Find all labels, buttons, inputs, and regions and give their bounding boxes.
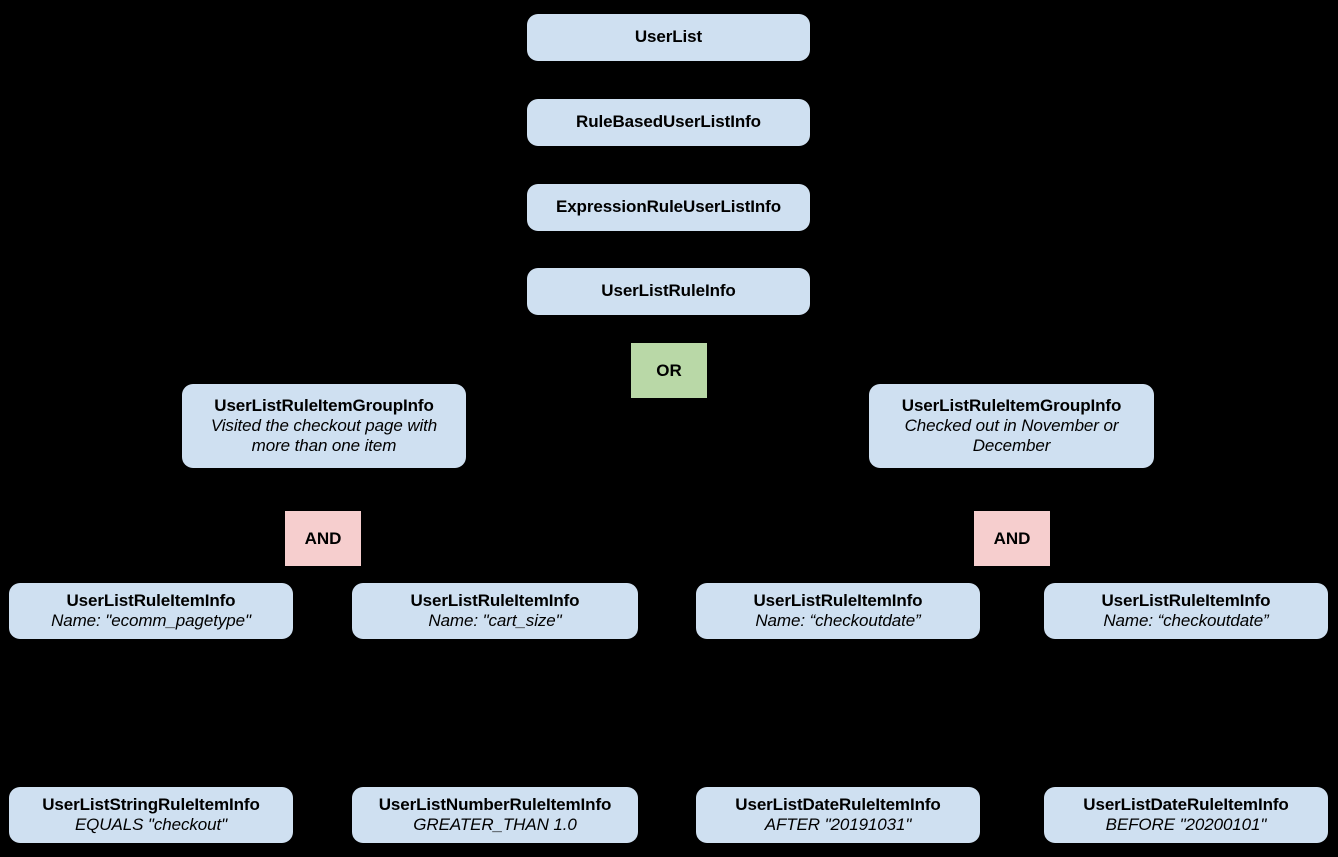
arrowhead-rule-item-4 [1179,576,1193,586]
node-rule-item-group-right[interactable]: UserListRuleItemGroupInfo Checked out in… [869,384,1154,468]
arrowhead-typed-1 [144,780,158,790]
node-title: UserListRuleItemGroupInfo [214,395,434,415]
node-title: ExpressionRuleUserListInfo [555,197,782,217]
edge-rule-branch-left [323,358,325,386]
node-title: UserListRuleInfo [601,281,736,301]
edge-and-left-drop-1 [150,526,152,585]
node-subtitle: AFTER "20191031" [764,815,912,834]
edge-item3-to-typed3 [837,639,839,789]
node-userlistruleinfo[interactable]: UserListRuleInfo [527,268,810,315]
operator-and-right[interactable]: AND [974,511,1050,566]
edge-rule-branch-right [1011,358,1013,386]
node-subtitle: Name: "cart_size" [428,611,562,630]
node-title: UserListRuleItemInfo [410,590,580,610]
node-rule-item-checkoutdate-after[interactable]: UserListRuleItemInfo Name: “checkoutdate… [696,583,980,639]
node-title: UserListRuleItemInfo [753,590,923,610]
arrowhead-expression [662,178,676,188]
node-subtitle: EQUALS "checkout" [74,815,228,834]
edge-group-right-to-and [1011,468,1013,511]
node-subtitle: Name: “checkoutdate” [1103,611,1269,630]
arrowhead-group-right [1005,378,1019,388]
node-title: UserListRuleItemInfo [66,590,236,610]
operator-label: OR [656,360,682,380]
arrowhead-typed-2 [488,780,502,790]
edge-rule-to-or [668,315,670,343]
node-title: UserListDateRuleItemInfo [735,794,941,814]
edge-group-left-to-and [322,468,324,511]
arrowhead-rule-item-2 [488,576,502,586]
node-userlist[interactable]: UserList [527,14,810,61]
edge-item1-to-typed1 [150,639,152,789]
node-rulebaseduserlistinfo[interactable]: RuleBasedUserListInfo [527,99,810,146]
edge-rulebased-to-expression [668,146,670,184]
node-date-rule-item-after[interactable]: UserListDateRuleItemInfo AFTER "20191031… [696,787,980,843]
node-subtitle: Visited the checkout page with more than… [210,415,438,456]
node-subtitle: Name: “checkoutdate” [755,611,921,630]
edge-and-right-drop-4 [1185,526,1187,585]
arrowhead-rule-item-3 [831,576,845,586]
node-rule-item-ecomm-pagetype[interactable]: UserListRuleItemInfo Name: "ecomm_pagety… [9,583,293,639]
edge-item4-to-typed4 [1185,639,1187,789]
operator-and-left[interactable]: AND [285,511,361,566]
arrowhead-typed-4 [1179,780,1193,790]
arrowhead-typed-3 [831,780,845,790]
node-title: UserListNumberRuleItemInfo [378,794,612,814]
edge-expression-to-rule [668,231,670,269]
node-date-rule-item-before[interactable]: UserListDateRuleItemInfo BEFORE "2020010… [1044,787,1328,843]
node-expressionruleuserlistinfo[interactable]: ExpressionRuleUserListInfo [527,184,810,231]
operator-label: AND [993,528,1031,548]
edge-and-right-drop-3 [837,526,839,585]
edge-item2-to-typed2 [494,639,496,789]
node-title: UserListRuleItemInfo [1101,590,1271,610]
arrowhead-rulebased [662,93,676,103]
node-rule-item-checkoutdate-before[interactable]: UserListRuleItemInfo Name: “checkoutdate… [1044,583,1328,639]
node-rule-item-group-left[interactable]: UserListRuleItemGroupInfo Visited the ch… [182,384,466,468]
node-subtitle: BEFORE "20200101" [1105,815,1267,834]
operator-or[interactable]: OR [631,343,707,398]
node-title: UserListStringRuleItemInfo [42,794,260,814]
node-subtitle: Name: "ecomm_pagetype" [51,611,251,630]
node-title: UserList [634,27,703,47]
node-title: UserListDateRuleItemInfo [1083,794,1289,814]
node-title: RuleBasedUserListInfo [576,112,761,132]
edge-and-left-drop-2 [494,526,496,585]
arrowhead-rule-item-1 [144,576,158,586]
arrowhead-group-left [317,378,331,388]
node-number-rule-item-greater-than[interactable]: UserListNumberRuleItemInfo GREATER_THAN … [352,787,638,843]
node-title: UserListRuleItemGroupInfo [901,395,1122,415]
node-string-rule-item-equals-checkout[interactable]: UserListStringRuleItemInfo EQUALS "check… [9,787,293,843]
node-subtitle: Checked out in November or December [904,415,1119,456]
node-rule-item-cart-size[interactable]: UserListRuleItemInfo Name: "cart_size" [352,583,638,639]
operator-label: AND [304,528,342,548]
node-subtitle: GREATER_THAN 1.0 [413,815,577,834]
edge-userlist-to-rulebased [668,61,670,99]
